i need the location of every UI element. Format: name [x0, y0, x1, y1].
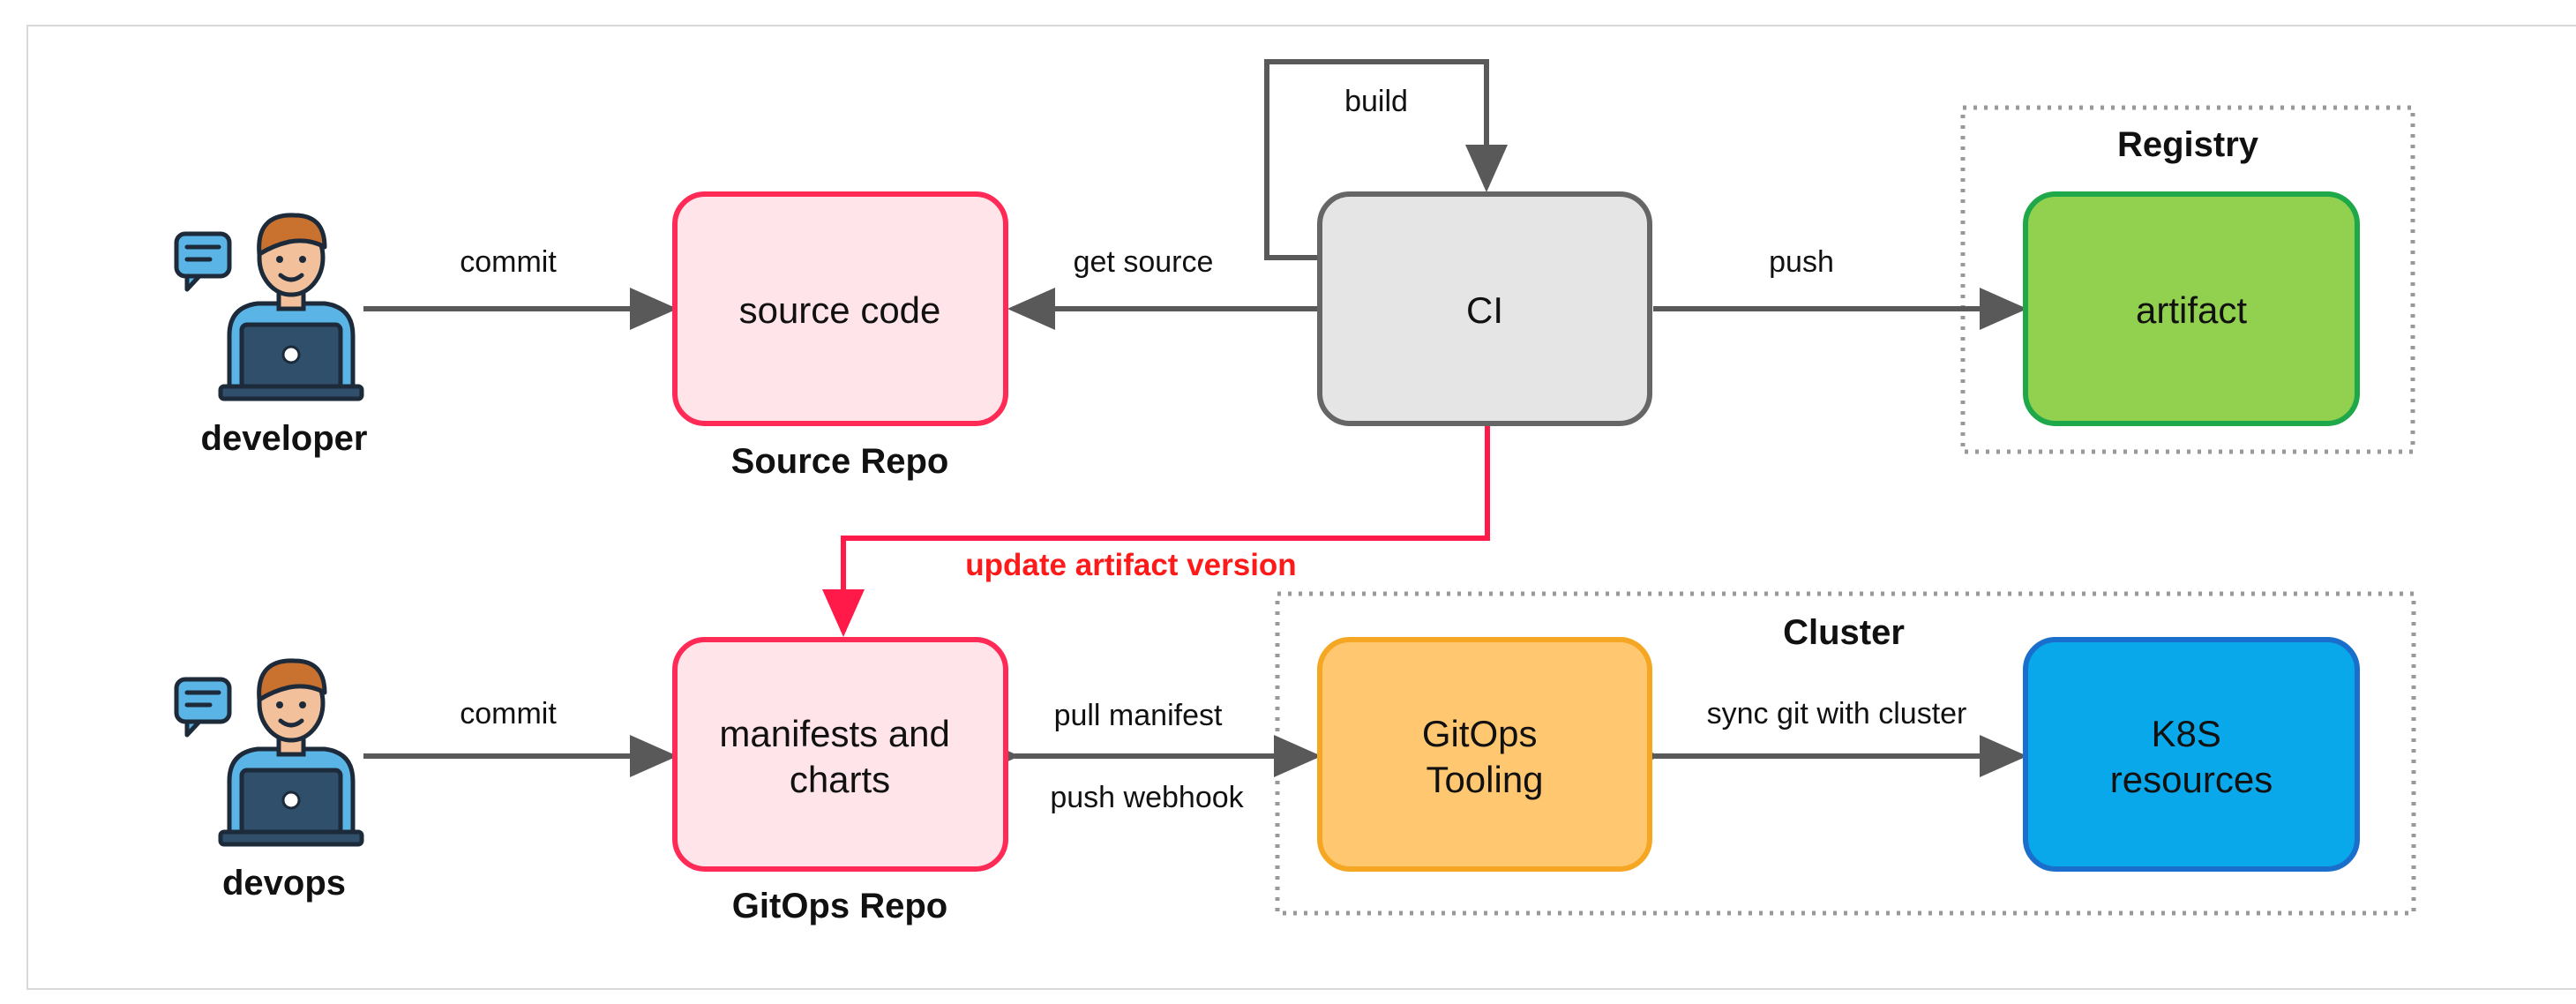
source-code-label: source code	[739, 289, 941, 331]
cluster-group	[1275, 591, 2416, 916]
developer-label: developer	[201, 419, 368, 458]
build-loop-arrow	[1264, 59, 1508, 260]
update-artifact-label: update artifact version	[965, 548, 1296, 582]
manifests-label: manifests and charts	[719, 713, 960, 800]
source-repo-caption: Source Repo	[731, 442, 949, 481]
push-webhook-label: push webhook	[1050, 781, 1244, 814]
gitops-tooling-box	[1317, 637, 1652, 872]
ci-label: CI	[1466, 289, 1503, 331]
registry-group-label: Registry	[2117, 125, 2259, 164]
update-artifact-arrow	[822, 425, 1490, 637]
manifests-box	[672, 637, 1008, 872]
devops-label: devops	[222, 864, 346, 903]
pull-manifest-label: pull manifest	[1054, 699, 1223, 732]
build-label: build	[1344, 85, 1408, 118]
get-source-label: get source	[1074, 245, 1214, 279]
commit-label-bottom: commit	[460, 697, 557, 731]
artifact-label: artifact	[2136, 289, 2247, 331]
registry-group	[1960, 105, 2415, 454]
push-label: push	[1769, 245, 1834, 279]
developer-icon	[176, 215, 362, 399]
commit-label-top: commit	[460, 245, 557, 279]
k8s-resources-box	[2023, 637, 2360, 872]
devops-icon	[176, 661, 362, 844]
gitops-tooling-label: GitOps Tooling	[1422, 713, 1547, 800]
source-code-box	[672, 191, 1008, 426]
k8s-resources-label: K8S resources	[2110, 713, 2273, 800]
gitops-repo-caption: GitOps Repo	[732, 887, 947, 925]
sync-label: sync git with cluster	[1707, 697, 1967, 731]
ci-box	[1317, 191, 1652, 426]
artifact-box	[2023, 191, 2360, 426]
cluster-group-label: Cluster	[1783, 613, 1905, 652]
